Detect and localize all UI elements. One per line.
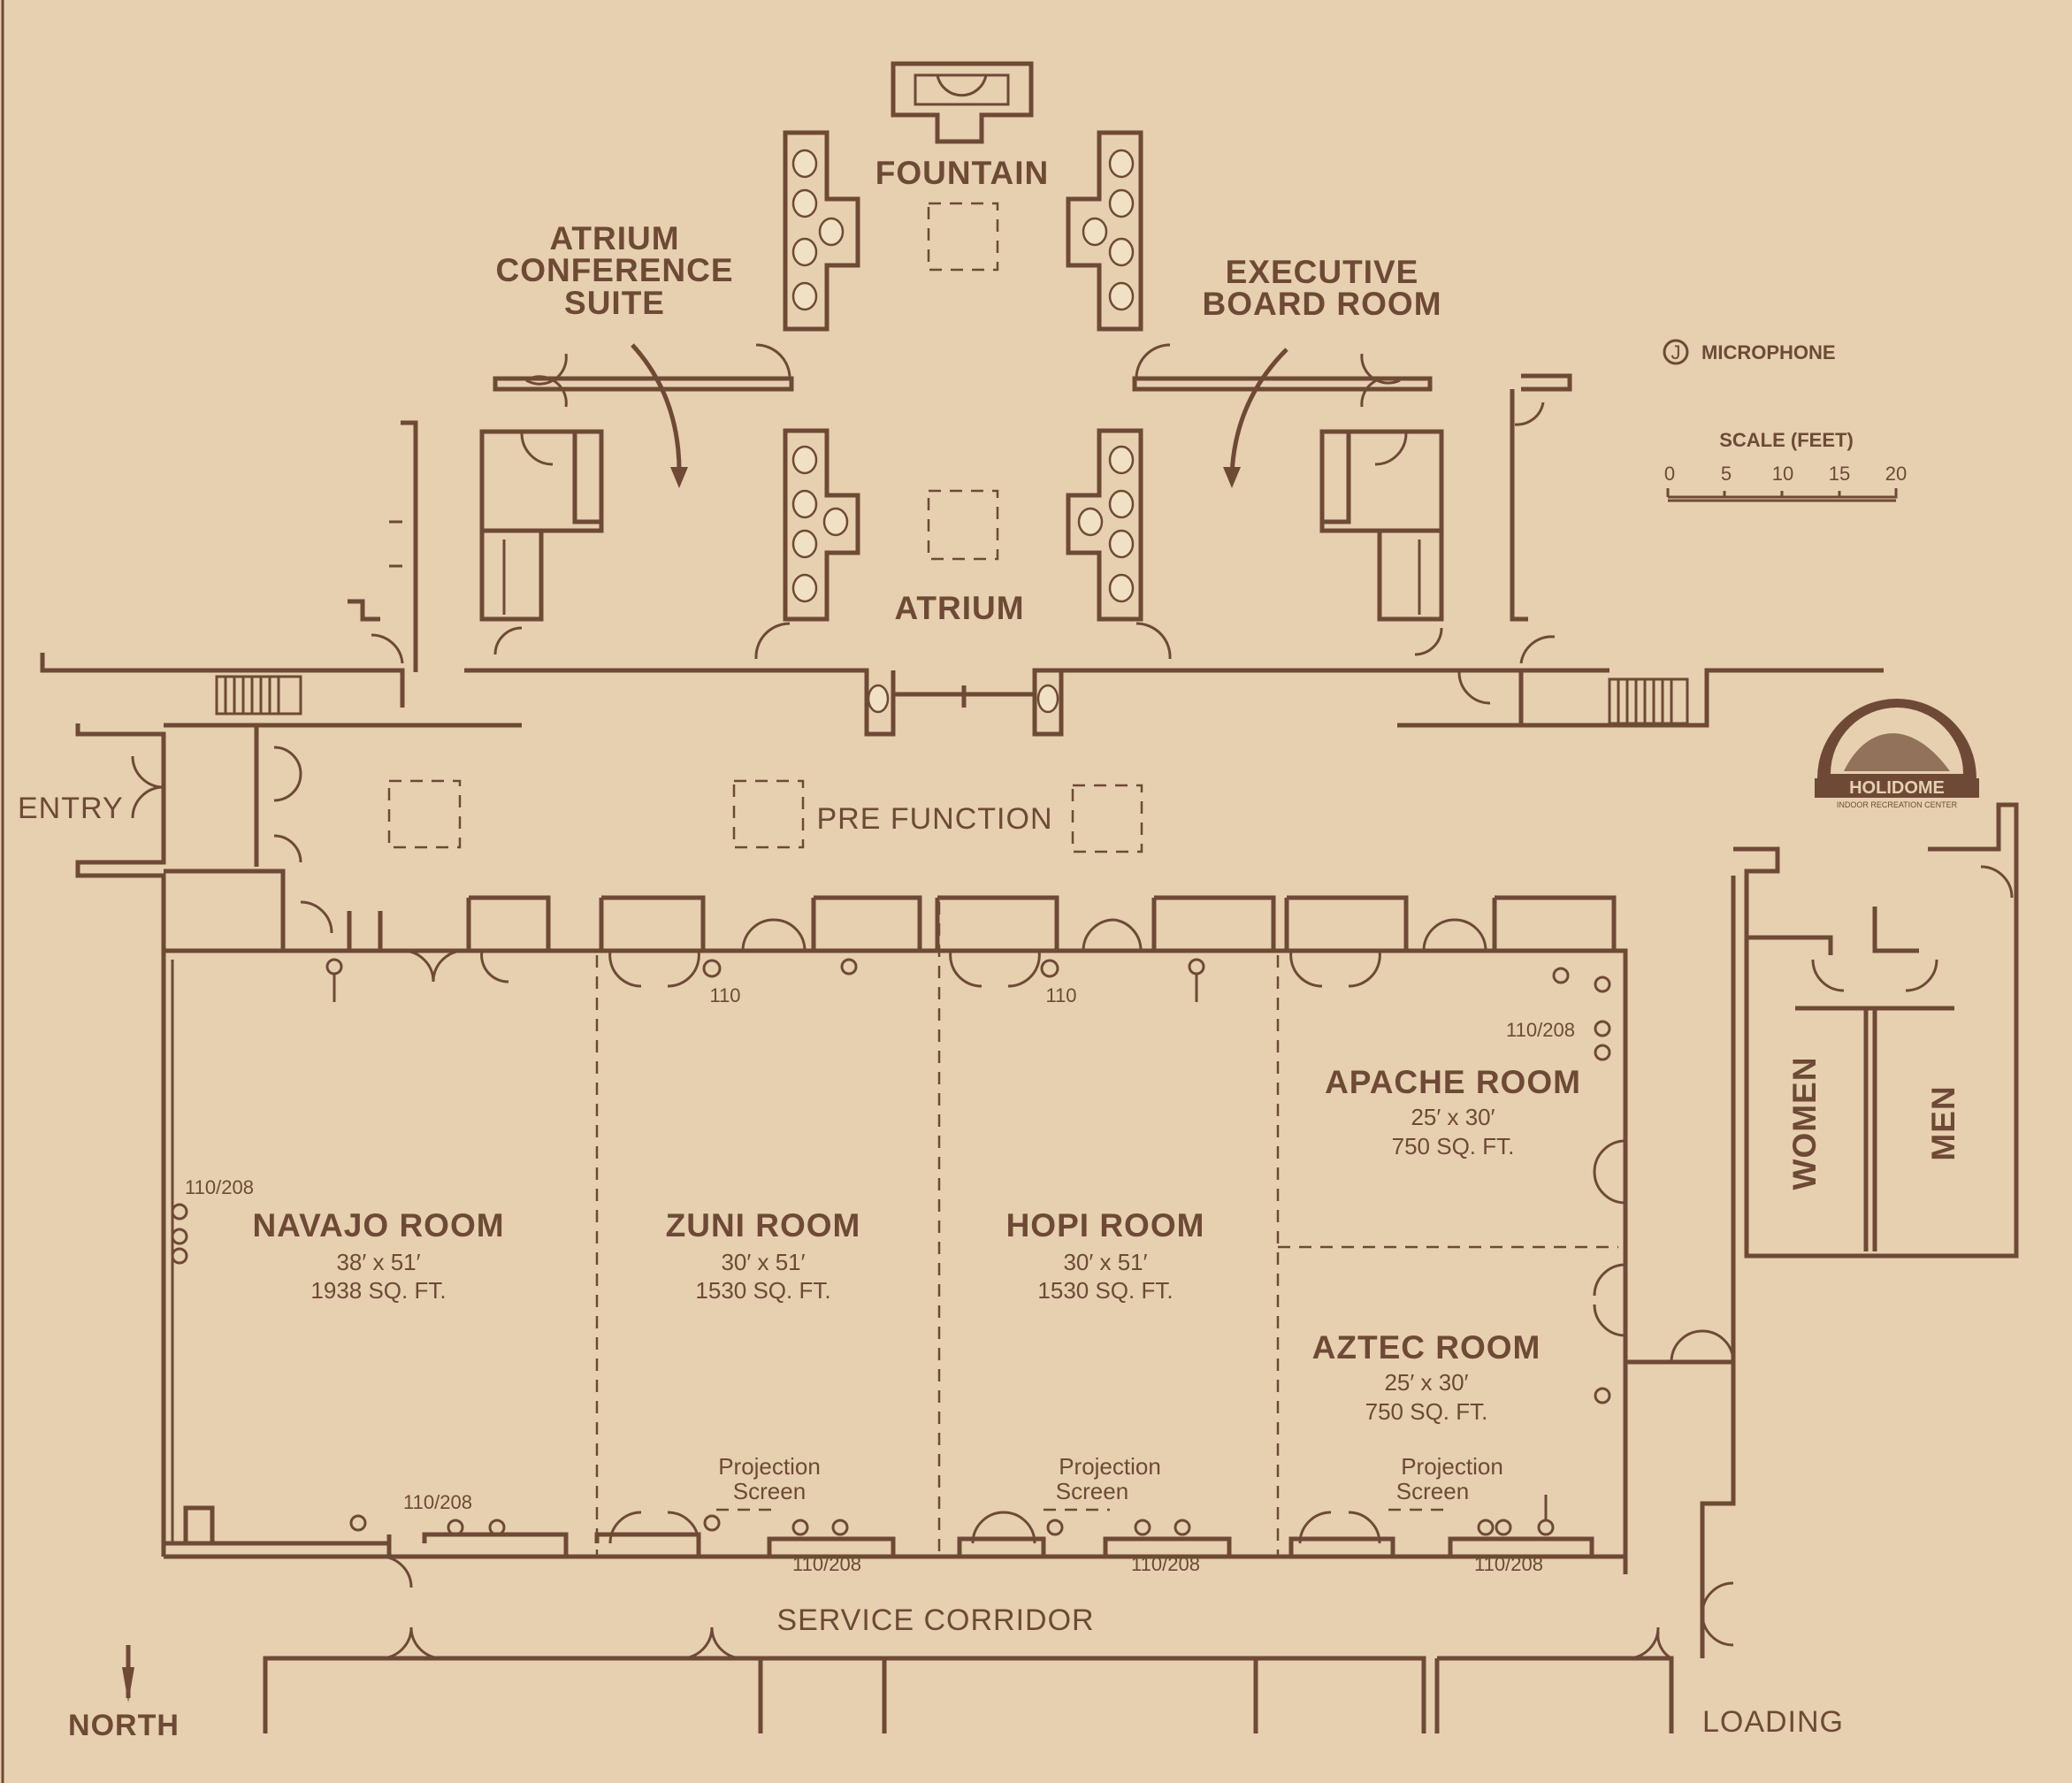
service-corridor-walls	[263, 876, 1736, 1733]
loading-label: LOADING	[1702, 1705, 1844, 1739]
outlet-label-navajo-south: 110/208	[403, 1491, 472, 1513]
outlet-label-navajo-wall: 110/208	[185, 1176, 254, 1198]
women-restroom-label: WOMEN	[1786, 1057, 1823, 1190]
left-planters	[754, 130, 860, 660]
microphone-legend-icon: J	[1671, 341, 1681, 363]
outlet-label-zuni: 110	[709, 984, 740, 1006]
navajo-room-dims: 38′ x 51′	[336, 1249, 420, 1275]
hopi-room-dims: 30′ x 51′	[1063, 1249, 1147, 1275]
restroom-walls	[1733, 802, 2019, 1259]
apache-room-area: 750 SQ. FT.	[1392, 1133, 1515, 1159]
fountain-column	[927, 202, 999, 272]
aztec-room-area: 750 SQ. FT.	[1365, 1398, 1488, 1425]
outlet-label-apache: 110/208	[1506, 1019, 1575, 1041]
projection-label-zuni-1: Projection	[718, 1453, 821, 1480]
holidome-logo-sub: INDOOR RECREATION CENTER	[1837, 800, 1958, 809]
atrium-column	[927, 489, 999, 561]
atrium-suite-label-line3: SUITE	[564, 285, 665, 321]
exec-board-label-line1: EXECUTIVE	[1226, 254, 1419, 290]
projection-label-hopi-1: Projection	[1059, 1453, 1161, 1480]
scale-tick-20: 20	[1885, 463, 1907, 485]
scale-tick-15: 15	[1829, 463, 1850, 485]
prefunction-column-mid	[732, 779, 805, 849]
projection-label-aztec-1: Projection	[1401, 1453, 1503, 1480]
atrium-suite-rooms	[348, 420, 604, 672]
scale-bar	[1666, 488, 1898, 502]
navajo-room-area: 1938 SQ. FT.	[310, 1277, 446, 1304]
scale-tick-5: 5	[1721, 463, 1732, 485]
pre-function-label: PRE FUNCTION	[817, 802, 1053, 836]
projection-label-aztec-2: Screen	[1396, 1478, 1469, 1504]
apache-room-name: APACHE ROOM	[1325, 1064, 1581, 1100]
service-corridor-label: SERVICE CORRIDOR	[776, 1603, 1094, 1637]
outlet-label-aztec-south: 110/208	[1474, 1553, 1543, 1575]
aztec-room-dims: 25′ x 30′	[1384, 1369, 1468, 1396]
microphone-legend-label: MICROPHONE	[1701, 341, 1836, 363]
executive-board-rooms	[1319, 373, 1572, 664]
zuni-room-area: 1530 SQ. FT.	[695, 1277, 830, 1304]
suite-arrows	[631, 343, 1288, 488]
entry-label: ENTRY	[18, 792, 124, 825]
atrium-label: ATRIUM	[894, 590, 1024, 626]
projection-label-hopi-2: Screen	[1056, 1478, 1128, 1504]
holidome-logo-name: HOLIDOME	[1849, 778, 1945, 798]
scale-tick-10: 10	[1772, 463, 1793, 485]
scale-tick-0: 0	[1664, 463, 1675, 485]
prefunction-column-left	[387, 779, 462, 849]
north-label: NORTH	[68, 1709, 180, 1742]
zuni-room-dims: 30′ x 51′	[721, 1249, 805, 1275]
outlet-label-hopi: 110	[1045, 984, 1076, 1006]
atrium-front	[464, 668, 1609, 737]
hopi-room-name: HOPI ROOM	[1006, 1207, 1205, 1244]
prefunction-column-right	[1071, 784, 1143, 853]
outlet-label-hopi-south: 110/208	[1131, 1553, 1200, 1575]
atrium-suite-label-line1: ATRIUM	[549, 220, 679, 256]
outlet-label-zuni-south: 110/208	[792, 1553, 861, 1575]
men-restroom-label: MEN	[1925, 1085, 1961, 1160]
exec-board-label-line2: BOARD ROOM	[1202, 286, 1441, 322]
apache-room-dims: 25′ x 30′	[1411, 1104, 1495, 1130]
meeting-room-walls	[161, 895, 1735, 1588]
zuni-room-name: ZUNI ROOM	[666, 1207, 861, 1244]
fountain-label: FOUNTAIN	[875, 155, 1049, 191]
fixture-symbols	[171, 339, 1689, 1536]
aztec-room-name: AZTEC ROOM	[1312, 1329, 1541, 1366]
projection-label-zuni-2: Screen	[733, 1478, 806, 1504]
navajo-room-name: NAVAJO ROOM	[252, 1207, 504, 1244]
scale-title: SCALE (FEET)	[1719, 429, 1854, 451]
suite-corridors	[493, 353, 1433, 408]
pre-function-walls	[40, 653, 1884, 951]
fountain-structure	[891, 61, 1034, 144]
right-planters	[1066, 130, 1172, 660]
north-arrow-icon	[122, 1645, 134, 1703]
atrium-suite-label-line2: CONFERENCE	[495, 252, 733, 288]
holidome-logo	[1815, 699, 1979, 798]
hopi-room-area: 1530 SQ. FT.	[1037, 1277, 1173, 1304]
